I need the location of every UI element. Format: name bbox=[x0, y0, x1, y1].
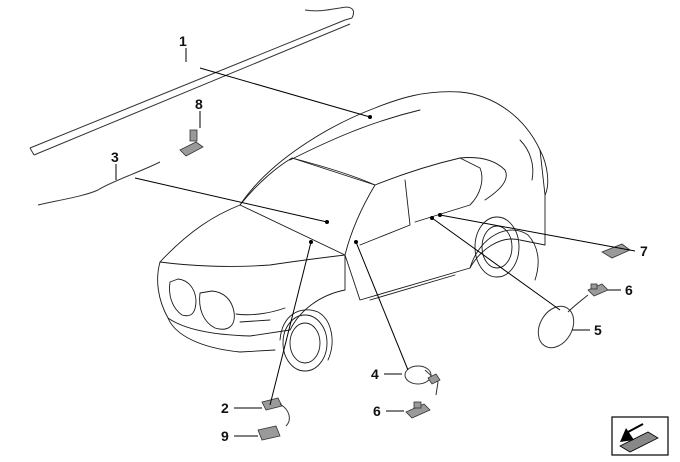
leader-1-to-car bbox=[199, 67, 371, 118]
anchor-dots bbox=[309, 115, 442, 244]
callout-3: 3 bbox=[111, 149, 119, 165]
part-6-sensor-bottom bbox=[405, 401, 431, 419]
next-page-arrow-icon[interactable] bbox=[611, 416, 669, 456]
part-8-sensor bbox=[179, 129, 204, 157]
leader-7 bbox=[439, 214, 636, 252]
callout-9: 9 bbox=[221, 428, 229, 444]
part-3-cable bbox=[37, 161, 161, 206]
part-6-sensor-right bbox=[587, 283, 609, 297]
callout-6-right: 6 bbox=[625, 282, 633, 298]
part-1-curtain-airbag bbox=[29, 6, 354, 156]
callout-labels: 1 8 3 7 6 5 4 6 2 9 bbox=[111, 33, 648, 444]
leader-2-to-car bbox=[269, 241, 312, 406]
callout-8: 8 bbox=[195, 96, 203, 112]
part-2-sensor-cable bbox=[261, 397, 290, 427]
part-9-sensor bbox=[257, 425, 281, 441]
callout-1: 1 bbox=[179, 33, 187, 49]
callout-7: 7 bbox=[640, 243, 648, 259]
vehicle-outline bbox=[157, 91, 549, 372]
part-5-cable-loop bbox=[537, 294, 589, 349]
leader-5-to-car bbox=[431, 217, 561, 311]
leader-lines bbox=[115, 48, 636, 437]
callout-2: 2 bbox=[221, 400, 229, 416]
leader-3-to-car bbox=[134, 177, 328, 223]
callout-5: 5 bbox=[594, 322, 602, 338]
part-4-cable-loop bbox=[404, 365, 441, 396]
callout-4: 4 bbox=[371, 366, 379, 382]
leader-4-to-car bbox=[355, 241, 409, 371]
callout-6-bottom: 6 bbox=[373, 403, 381, 419]
